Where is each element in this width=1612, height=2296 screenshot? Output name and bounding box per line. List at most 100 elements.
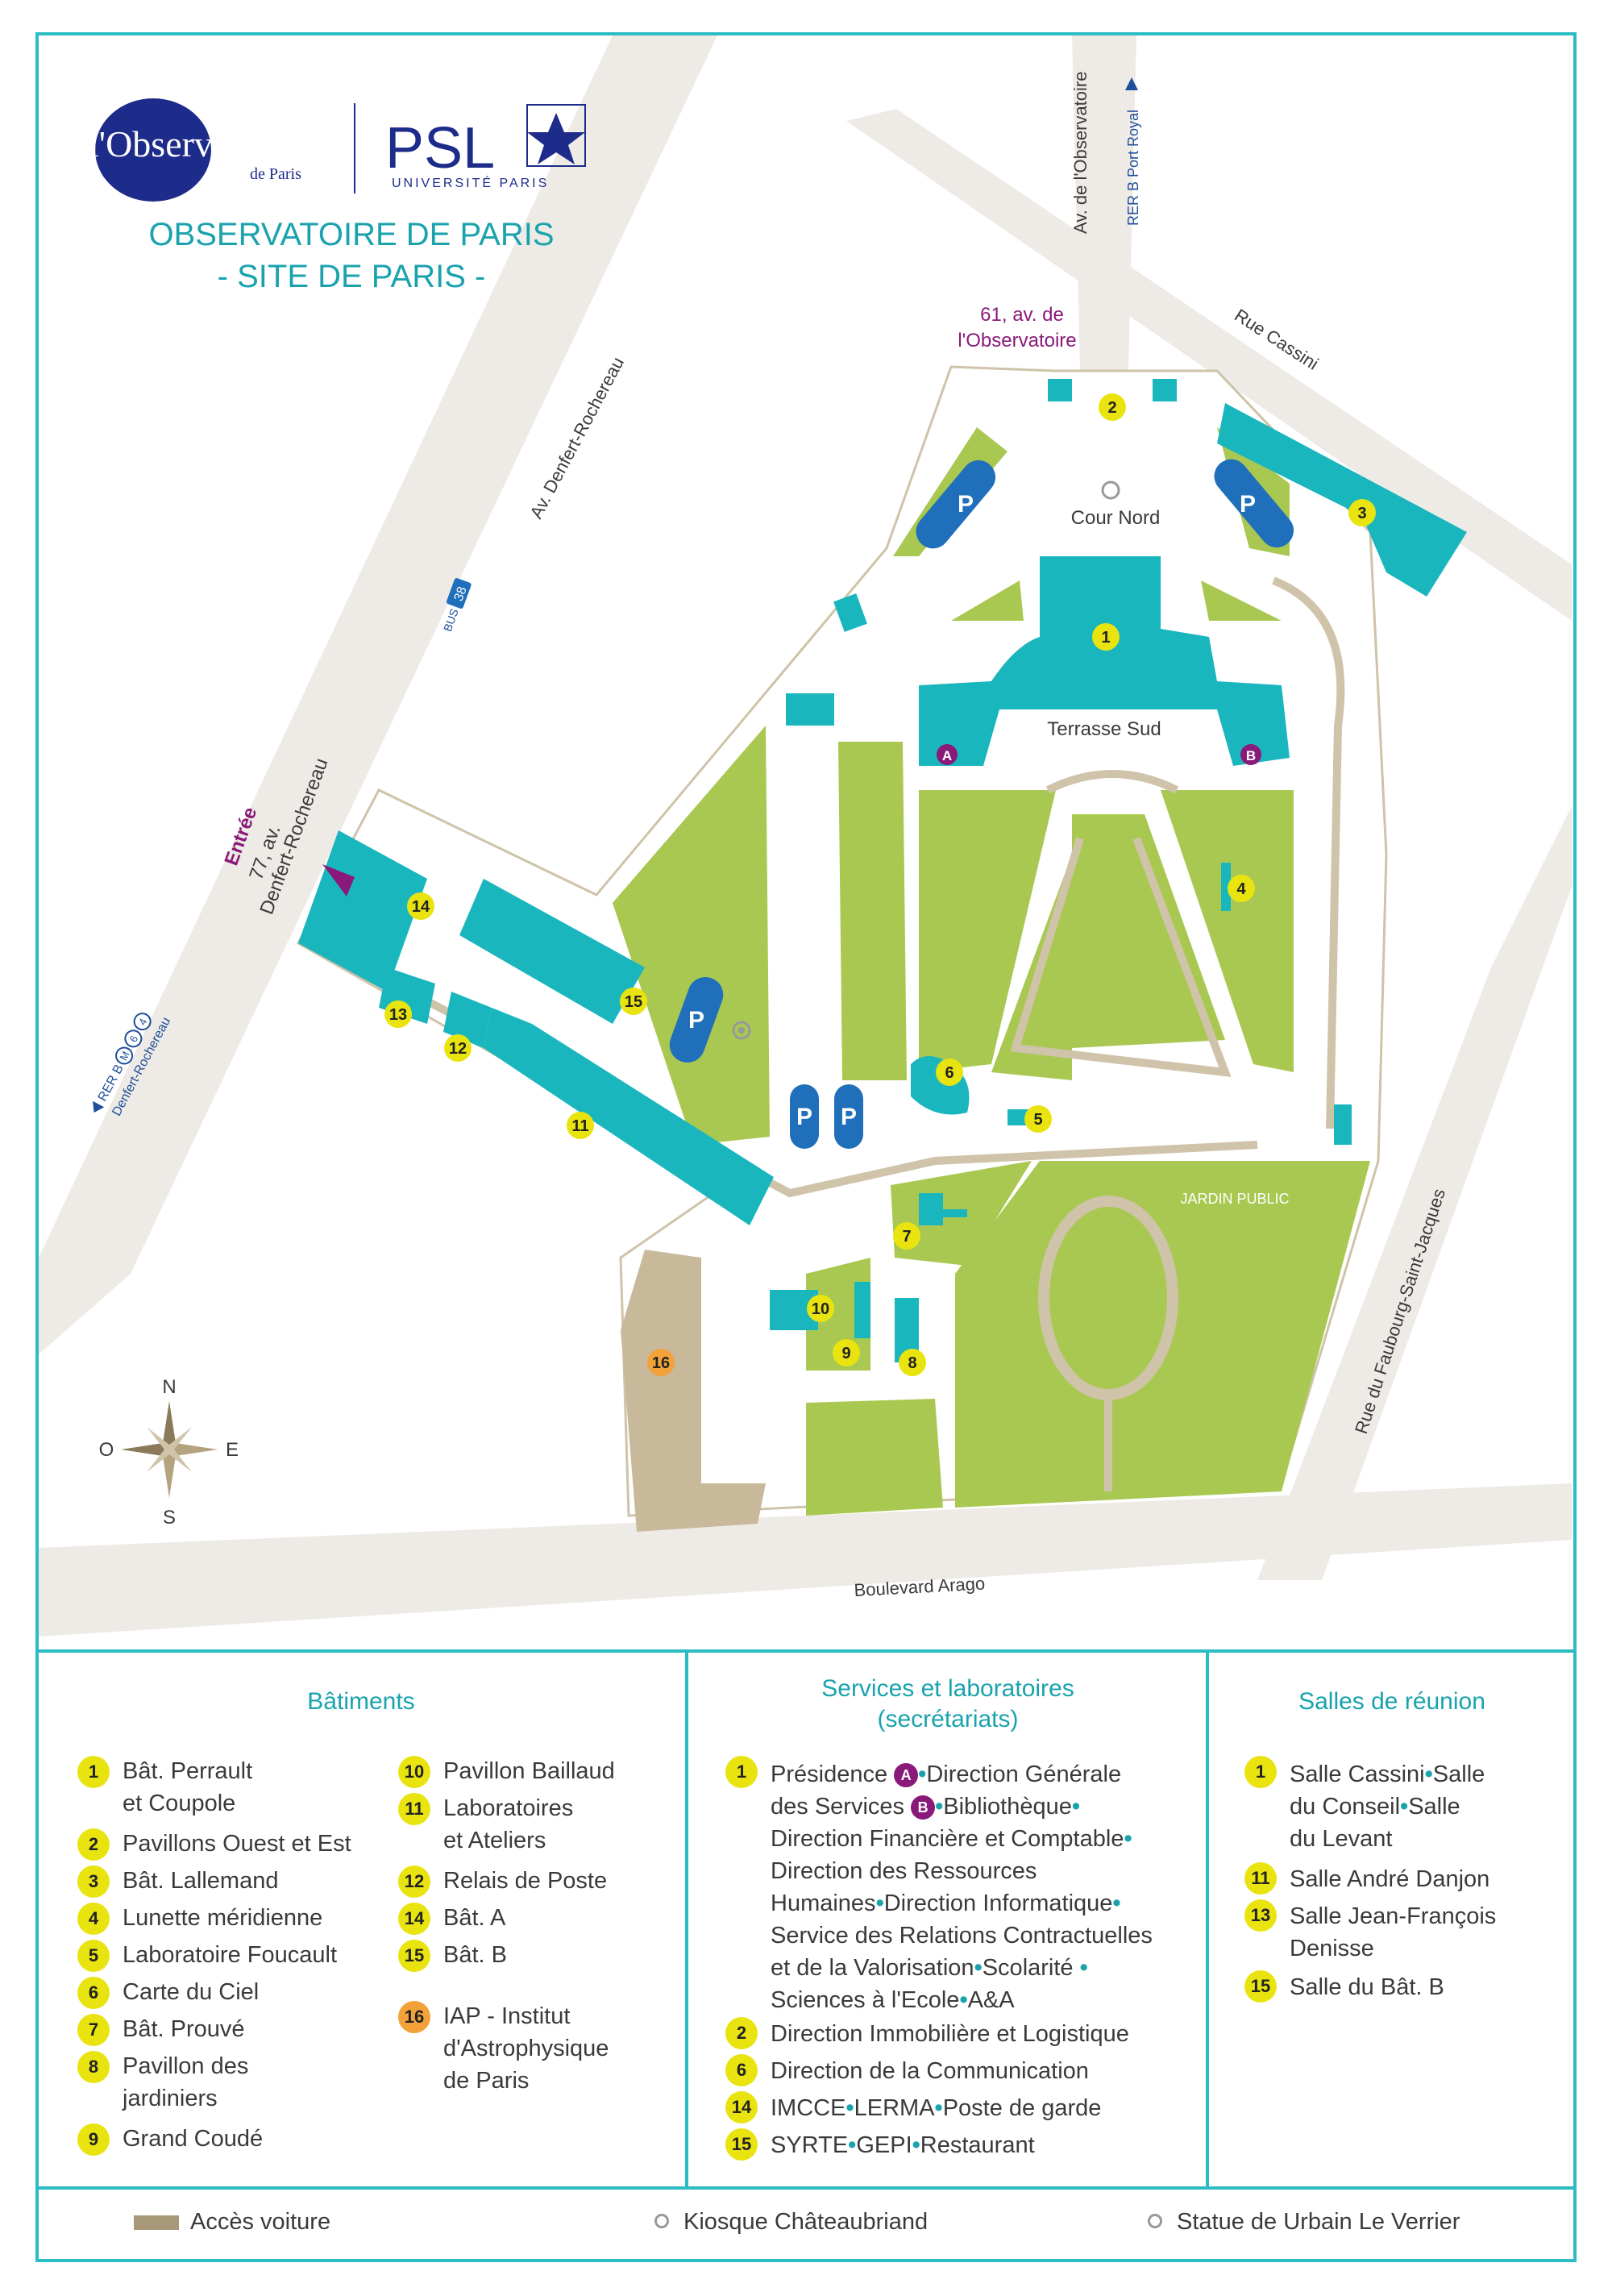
legend-srv-1-line2: des Services B•Bibliothèque•	[771, 1794, 1081, 1820]
legend-srv-15-text: SYRTE•GEPI•Restaurant	[771, 2132, 1035, 2158]
page-title: OBSERVATOIRE DE PARIS - SITE DE PARIS -	[148, 217, 554, 294]
legend-bat-16-num: 16	[398, 2001, 430, 2033]
svg-text:13: 13	[389, 1006, 407, 1024]
svg-text:A: A	[942, 748, 952, 763]
label-rer-port-royal: RER B Port Royal	[1125, 110, 1141, 226]
legend-bat-2-num: 2	[77, 1828, 110, 1861]
srv-direction-generale: Direction Générale	[926, 1762, 1122, 1787]
path-east-arc	[1272, 576, 1345, 1129]
label-jardin-public: JARDIN PUBLIC	[1180, 1191, 1289, 1207]
building-lunette-4	[1221, 863, 1231, 911]
legend-srv-14-text: IMCCE•LERMA•Poste de garde	[771, 2095, 1102, 2121]
rer-denfert-arrow	[93, 1100, 105, 1113]
legend-salle-1-line2: du Conseil•Salle	[1290, 1794, 1460, 1820]
legend-bat-12-num: 12	[398, 1866, 430, 1898]
building-pavillon-est-2	[1153, 379, 1177, 401]
marker-10: 10	[807, 1295, 834, 1322]
building-pavillon-ouest-2	[1048, 379, 1072, 401]
parking-label-cour-east: P	[1240, 491, 1256, 518]
parking-spots	[669, 459, 1294, 1149]
legend-bat-5-num: 5	[77, 1940, 110, 1972]
footer-kiosque-label: Kiosque Châteaubriand	[683, 2209, 929, 2235]
road-boulevard-arago	[39, 1483, 1572, 1637]
lawn-terrace-center	[991, 855, 1072, 1080]
footer-acces-label: Accès voiture	[190, 2209, 331, 2235]
road-faubourg	[1257, 806, 1572, 1580]
srv-poste-garde: Poste de garde	[942, 2095, 1102, 2121]
marker-3: 3	[1348, 499, 1376, 526]
building-north-kiosk	[833, 593, 867, 632]
legend-bat-4-num: 4	[77, 1903, 110, 1935]
kiosque-symbol	[732, 1021, 751, 1040]
legend-bat-14-line1: Bât. A	[443, 1905, 506, 1931]
srv-direction-ressources: Direction des Ressources	[771, 1858, 1037, 1884]
label-av-observatoire: Av. de l'Observatoire	[1070, 72, 1091, 234]
logo-observatoire-sub: de Paris	[250, 165, 301, 183]
salle-conseil: du Conseil	[1290, 1794, 1401, 1820]
lawn-terrace-mid	[1072, 814, 1225, 1048]
building-west-block	[786, 693, 834, 726]
parking-cour-west	[916, 460, 996, 549]
legend-bat-16-line1: IAP - Institut	[443, 2003, 571, 2029]
lawn-garden-west	[806, 1399, 943, 1516]
footer-acces-swatch	[134, 2215, 179, 2230]
legend-bat-5-line1: Laboratoire Foucault	[123, 1942, 337, 1968]
legend-bat-8-line2: jardiniers	[123, 2086, 218, 2111]
svg-text:11: 11	[571, 1117, 588, 1135]
parking-label-cour-west: P	[958, 491, 974, 518]
statue-symbol	[1101, 480, 1120, 500]
legend-bat-10-num: 10	[398, 1756, 430, 1788]
building-relais-12	[443, 992, 492, 1048]
road-avenue-denfert	[39, 35, 717, 1354]
legend-bat-8-num: 8	[77, 2051, 110, 2083]
legend-services-title-line1: Services et laboratoires	[821, 1675, 1074, 1702]
legend-bat-6-line1: Carte du Ciel	[123, 1979, 260, 2005]
metro-line-6: 6	[127, 1034, 140, 1044]
legend-bat-10-line1: Pavillon Baillaud	[443, 1758, 615, 1784]
building-laboratoires-11	[484, 1008, 774, 1225]
marker-8: 8	[899, 1349, 926, 1376]
bus-stop: BUS 38	[441, 578, 472, 633]
map-markers: 1 2 3 4 5 6 7 8 9 10 11 12 13 14 15 16 A…	[384, 393, 1376, 1376]
metro-line-4: 4	[136, 1017, 150, 1027]
parking-west	[669, 976, 724, 1063]
svg-text:12: 12	[449, 1040, 467, 1058]
legend-srv-14-num: 14	[725, 2091, 758, 2123]
srv-presidence: Présidence	[771, 1762, 888, 1787]
legend-salles-title: Salles de réunion	[1298, 1688, 1485, 1715]
srv-syrte: SYRTE	[771, 2132, 849, 2158]
legend-bat-11-line1: Laboratoires	[443, 1795, 574, 1821]
legend-bat-2-line1: Pavillons Ouest et Est	[123, 1831, 351, 1857]
building-east-small	[1334, 1104, 1352, 1145]
salle-word-2: Salle	[1408, 1794, 1460, 1820]
legend-bat-15-line1: Bât. B	[443, 1942, 507, 1968]
compass-o: O	[99, 1439, 114, 1461]
legend-bat-1-line2: et Coupole	[123, 1791, 236, 1816]
logo-observatoire-disc	[95, 98, 211, 202]
legend-bat-16-line2: d'Astrophysique	[443, 2036, 609, 2061]
logo-psl-text: PSL	[385, 116, 495, 181]
parking-cour-east	[1214, 459, 1294, 548]
svg-text:3: 3	[1357, 505, 1366, 522]
legend-srv-6-text: Direction de la Communication	[771, 2058, 1089, 2084]
srv-imcce: IMCCE	[771, 2095, 846, 2121]
compass-rose: N S E O	[99, 1376, 239, 1529]
srv-gepi: GEPI	[856, 2132, 912, 2158]
legend-bat-16-line3: de Paris	[443, 2068, 530, 2094]
legend-bat-7-line1: Bât. Prouvé	[123, 2016, 245, 2042]
marker-7: 7	[893, 1222, 920, 1250]
srv-restaurant: Restaurant	[920, 2132, 1035, 2158]
place-labels: Cour Nord Terrasse Sud JARDIN PUBLIC	[1047, 507, 1289, 1207]
legend-bat-1-line1: Bât. Perrault	[123, 1758, 253, 1784]
legend-srv-15-num: 15	[725, 2128, 758, 2161]
legend-srv-1-line1: Présidence A•Direction Générale	[771, 1762, 1122, 1787]
legend-bat-14-num: 14	[398, 1903, 430, 1935]
parking-south-2	[834, 1084, 863, 1149]
svg-text:1: 1	[1101, 629, 1110, 647]
svg-text:16: 16	[652, 1354, 670, 1372]
legend-bat-1-num: 1	[77, 1756, 110, 1788]
svg-text:10: 10	[812, 1300, 829, 1318]
svg-text:14: 14	[412, 898, 430, 916]
legend-bat-11-line2: et Ateliers	[443, 1828, 546, 1853]
bus-number: 38	[452, 584, 470, 603]
